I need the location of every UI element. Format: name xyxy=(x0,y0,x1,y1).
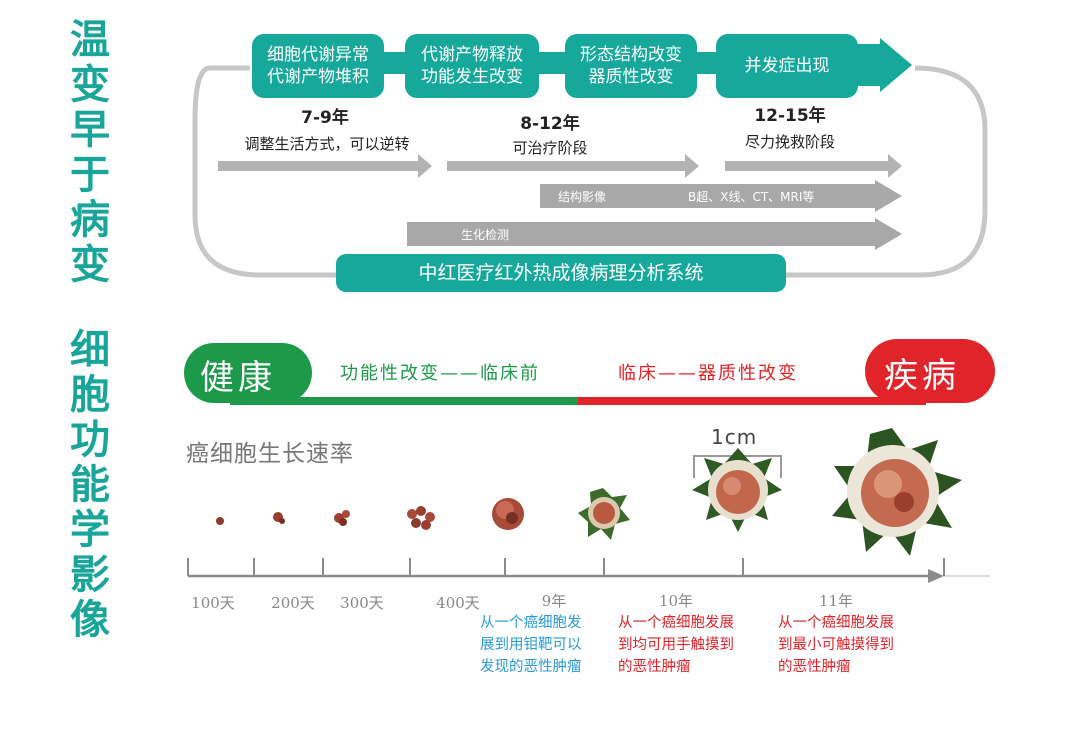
stage-box-functional: 代谢产物释放 功能发生改变 xyxy=(405,34,539,98)
note-mammography: 从一个癌细胞发 展到用钼靶可以 发现的恶性肿瘤 xyxy=(480,615,582,675)
stage-desc-4: 尽力挽救阶段 xyxy=(744,133,835,151)
tick-label-100d: 100天 xyxy=(191,594,235,612)
stage-connector xyxy=(535,52,570,74)
arrow-structural-imaging xyxy=(540,180,902,212)
disease-label: 疾病 xyxy=(884,356,960,396)
cancer-cell-400d xyxy=(407,506,435,530)
biochemical-test-label: 生化检测 xyxy=(461,228,510,242)
arrow-treatable xyxy=(447,154,699,178)
arrow-reversible xyxy=(218,154,432,178)
vertical-title-functional-imaging: 细胞功能学影像 xyxy=(70,327,110,643)
health-label: 健康 xyxy=(200,358,276,398)
stage-box-complication: 并发症出现 xyxy=(716,34,858,98)
cancer-cell-series xyxy=(216,428,962,556)
stage-years-4: 12-15年 xyxy=(754,106,826,126)
system-bar-bg xyxy=(336,254,786,292)
cancer-cell-300d xyxy=(334,510,350,526)
health-pill xyxy=(184,343,312,403)
health-bar-green-line xyxy=(230,397,578,405)
arrow-rescue xyxy=(725,154,902,178)
disease-pill xyxy=(865,339,995,403)
cancer-cell-100d xyxy=(216,517,224,525)
stage-connector xyxy=(690,52,720,74)
tick-label-400d: 400天 xyxy=(436,594,480,612)
timeline-arrowhead xyxy=(928,569,944,583)
structural-imaging-modalities: B超、X线、CT、MRI等 xyxy=(688,190,815,204)
stage-desc-1: 调整生活方式，可以逆转 xyxy=(244,135,410,153)
arrow-biochemical-test xyxy=(407,218,902,250)
cancer-cell-10y-1cm xyxy=(692,448,782,532)
tick-label-300d: 300天 xyxy=(340,594,384,612)
cancer-cell-9y xyxy=(492,498,524,530)
size-1cm-label: 1cm xyxy=(711,425,758,449)
clinical-phase-label: 临床——器质性改变 xyxy=(618,363,798,384)
stage-box-structural: 形态结构改变 器质性改变 xyxy=(565,34,697,98)
stage-connector xyxy=(380,52,410,74)
tick-label-200d: 200天 xyxy=(271,594,315,612)
cancer-cell-11y xyxy=(832,428,962,556)
tick-label-10y: 10年 xyxy=(658,592,694,610)
stage-desc-2: 可治疗阶段 xyxy=(512,139,588,157)
cancer-cell-10y-early xyxy=(578,488,630,540)
note-smallest-palpable: 从一个癌细胞发展 到最小可触摸得到 的恶性肿瘤 xyxy=(778,615,894,675)
cycle-loop xyxy=(192,65,988,278)
note-palpable: 从一个癌细胞发展 到均可用手触摸到 的恶性肿瘤 xyxy=(618,615,734,675)
stage-arrow-head xyxy=(855,38,912,92)
tick-label-9y: 9年 xyxy=(541,592,567,610)
cancer-cell-200d xyxy=(273,512,285,524)
stage-years-2: 8-12年 xyxy=(520,114,580,134)
structural-imaging-label: 结构影像 xyxy=(558,190,607,204)
stage-box-metabolic: 细胞代谢异常 代谢产物堆积 xyxy=(252,34,384,98)
health-bar-red-line xyxy=(578,397,926,405)
stage-years-1: 7-9年 xyxy=(301,108,349,128)
tick-label-11y: 11年 xyxy=(818,592,854,610)
vertical-title-thermal: 温变早于病变 xyxy=(70,17,110,288)
system-label: 中红医疗红外热成像病理分析系统 xyxy=(418,262,704,284)
preclinical-phase-label: 功能性改变——临床前 xyxy=(340,363,540,384)
growth-rate-title: 癌细胞生长速率 xyxy=(186,441,354,467)
